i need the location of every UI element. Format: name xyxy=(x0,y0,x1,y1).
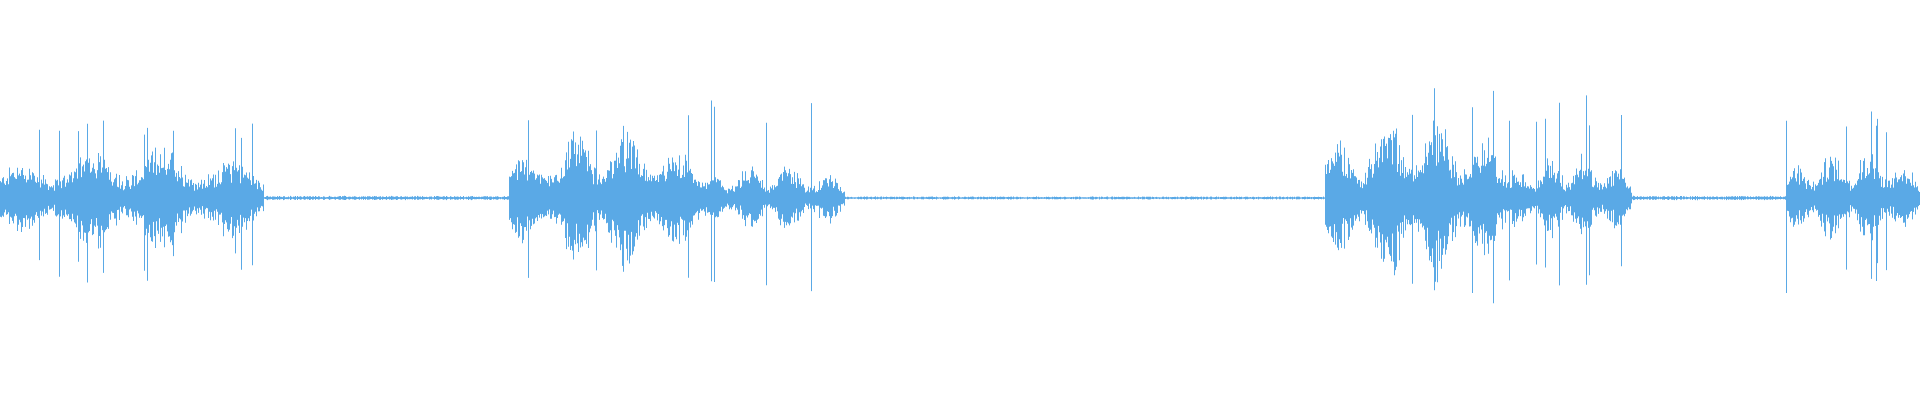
waveform-path xyxy=(0,88,1920,304)
